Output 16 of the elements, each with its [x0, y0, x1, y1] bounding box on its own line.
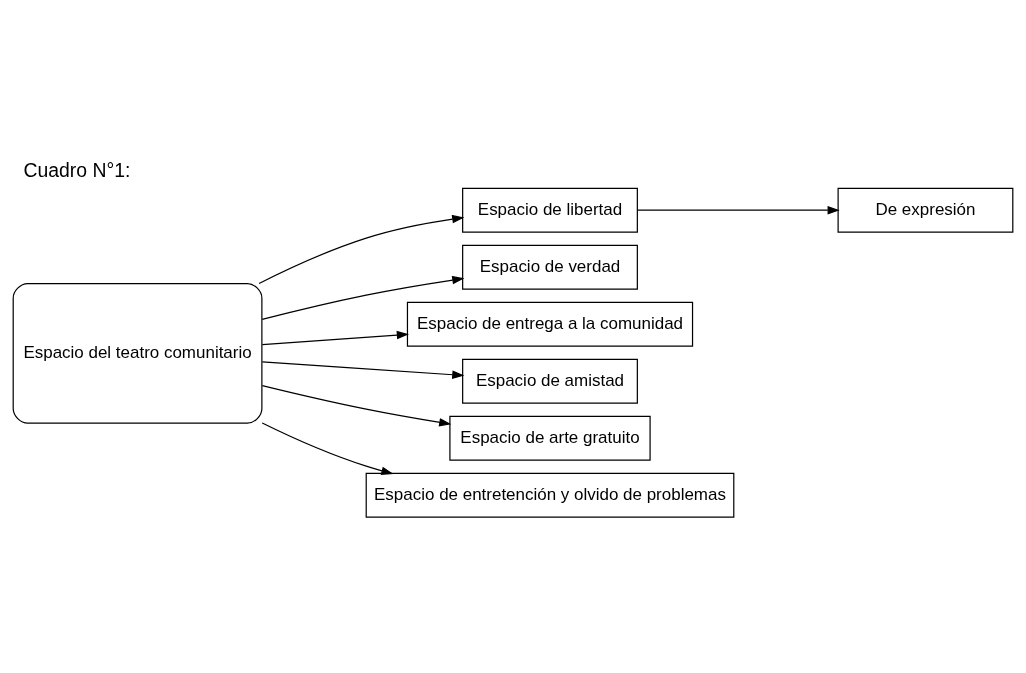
node-box: Espacio de amistad [462, 358, 638, 404]
node-box: Espacio de entrega a la comunidad [406, 301, 694, 347]
node-box: Espacio del teatro comunitario [12, 282, 263, 424]
arrow [637, 205, 840, 214]
node-box: Espacio de libertad [462, 187, 638, 233]
arrow [261, 275, 465, 320]
node-box: Espacio de arte gratuito [449, 415, 651, 461]
node-box: De expresión [837, 187, 1014, 233]
arrow [258, 214, 465, 284]
arrow [261, 330, 409, 345]
node-box: Espacio de verdad [462, 244, 638, 290]
node-box: Espacio de entretención y olvido de problemas [365, 472, 735, 518]
arrow [261, 384, 452, 427]
arrow [261, 360, 465, 379]
arrow [261, 421, 394, 475]
diagram-title: Cuadro N°1: [23, 158, 131, 181]
